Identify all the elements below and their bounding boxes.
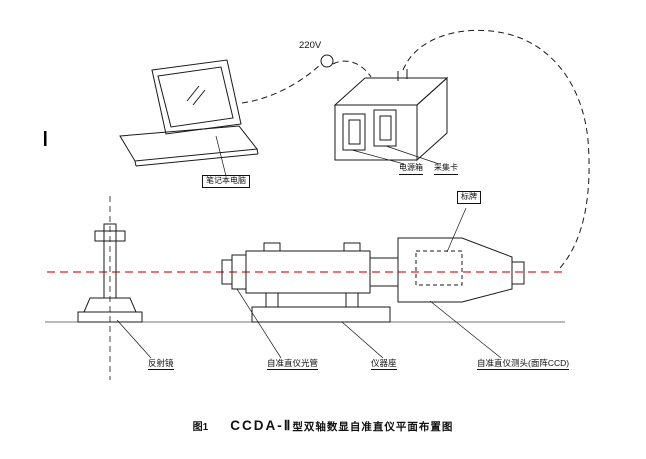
cursor-mark: [44, 131, 47, 146]
figure-title-rest: 型双轴数显自准直仪平面布置图: [292, 421, 454, 433]
leader-lines: [116, 135, 502, 359]
cable-laptop-to-plug: [241, 63, 322, 104]
instrument-base-drawing: [251, 306, 391, 323]
collimator-head-label: 自准直仪测头(面阵CCD): [477, 358, 570, 371]
figure-caption: 图1 CCDA-Ⅱ型双轴数显自准直仪平面布置图: [0, 417, 646, 435]
power-box-label: 电源箱: [399, 163, 423, 175]
nameplate-drawing: [415, 250, 463, 286]
collimator-tube-drawing: [221, 242, 391, 323]
cable-box-to-head: [402, 29, 590, 269]
reflector-label: 反射镜: [148, 358, 174, 371]
nameplate-label: 标牌: [457, 191, 481, 204]
reflector-drawing: [77, 223, 143, 323]
collimator-tube-label: 自准直仪光管: [267, 358, 319, 371]
voltage-label: 220V: [299, 40, 322, 51]
figure-title: CCDA-Ⅱ型双轴数显自准直仪平面布置图: [230, 417, 453, 435]
instrument-base-label: 仪器座: [371, 358, 397, 371]
capture-card-label: 采集卡: [434, 163, 458, 175]
collimator-head-drawing: [369, 237, 525, 303]
figure-number: 图1: [192, 422, 209, 433]
power-box-drawing: [333, 69, 449, 162]
laptop-label: 笔记本电脑: [202, 175, 250, 188]
power-plug-drawing: [320, 54, 334, 68]
laptop-drawing: [119, 59, 259, 167]
figure-title-model: CCDA-Ⅱ: [230, 418, 293, 433]
cable-plug-to-box: [332, 60, 372, 78]
